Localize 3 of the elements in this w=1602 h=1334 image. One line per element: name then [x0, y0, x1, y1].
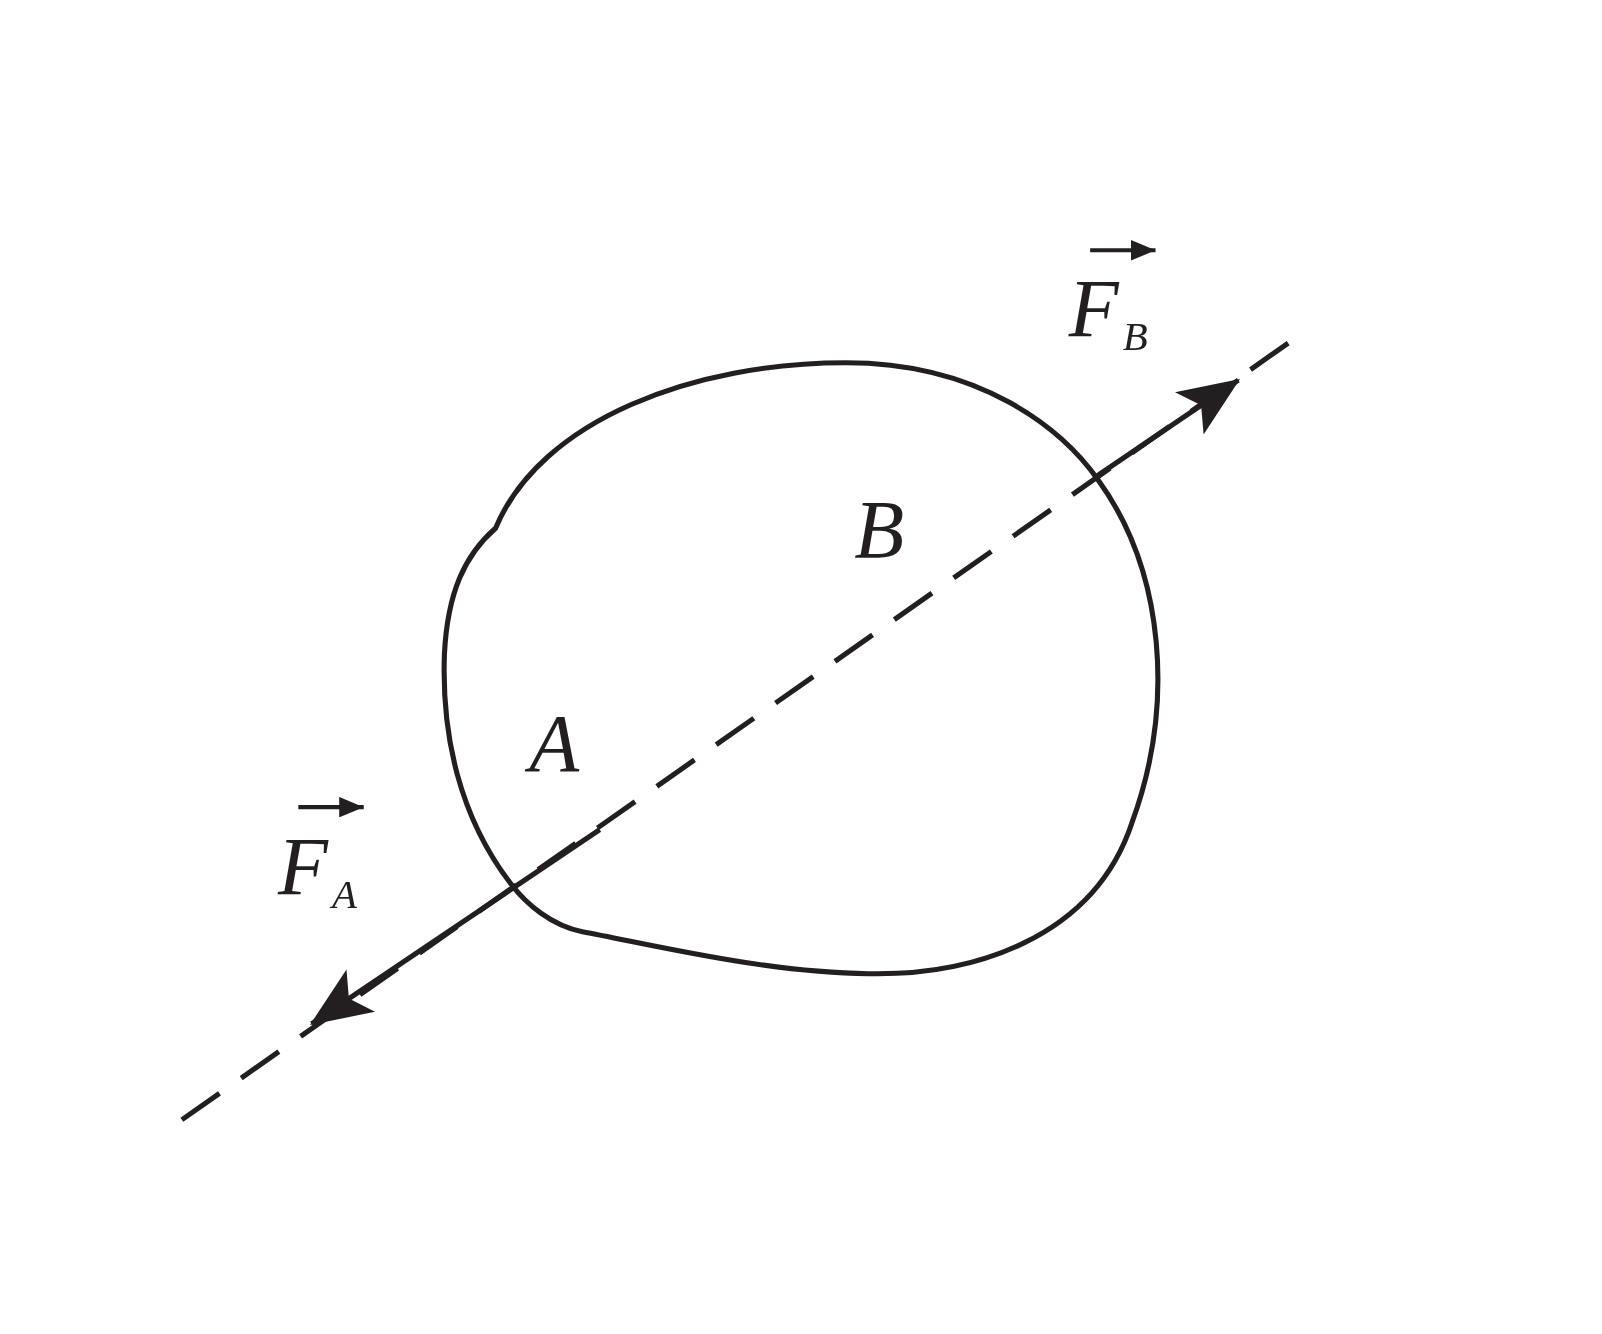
force-label: F$_{B}$	[1068, 267, 1148, 358]
force-label: F$_{A}$	[277, 825, 357, 916]
point-label: B	[854, 488, 905, 571]
